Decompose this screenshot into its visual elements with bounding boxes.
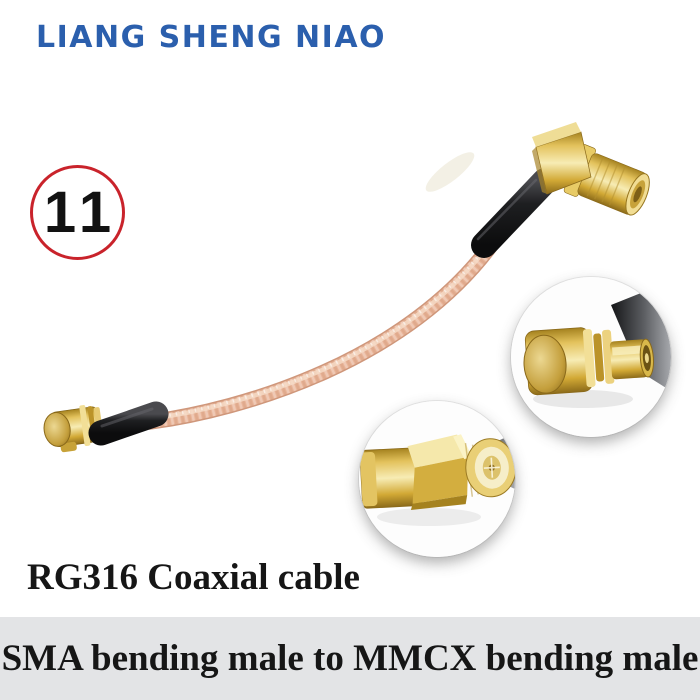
inset-sma-closeup <box>359 401 515 557</box>
sma-closeup-drawing <box>359 401 515 557</box>
sma-connector <box>471 122 650 258</box>
item-number-badge: 11 <box>30 165 125 260</box>
mmcx-heatshrink <box>88 401 169 446</box>
brand-logo-text: LIANG SHENG NIAO <box>36 20 387 55</box>
item-number: 11 <box>43 179 118 245</box>
sma-heatshrink <box>471 168 558 258</box>
product-title-banner: SMA bending male to MMCX bending male <box>0 617 700 700</box>
mmcx-closeup-drawing <box>511 277 671 437</box>
cable-type-caption: RG316 Coaxial cable <box>27 557 360 598</box>
coax-cable <box>142 229 505 430</box>
inset-mmcx-closeup <box>511 277 671 437</box>
product-title: SMA bending male to MMCX bending male <box>1 638 699 679</box>
mmcx-connector <box>43 401 169 453</box>
photo-shadow-smudge <box>425 152 475 192</box>
